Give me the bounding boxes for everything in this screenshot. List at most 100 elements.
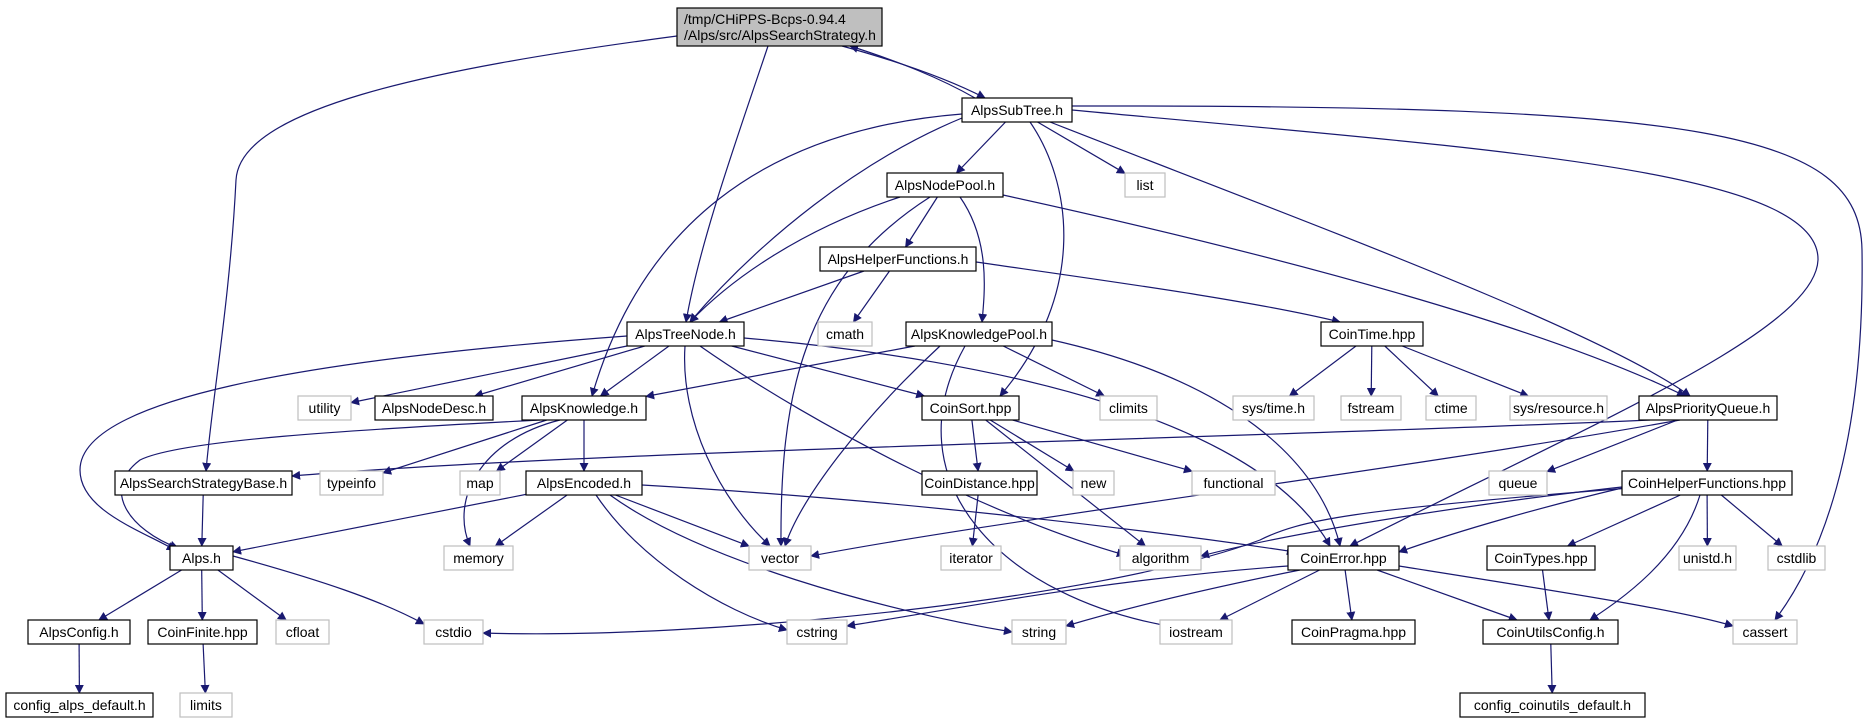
node-label: CoinTypes.hpp: [1494, 550, 1588, 566]
edge-CoinHelperFunctions-to-CoinUtilsConfig: [1589, 494, 1701, 621]
node-AlpsKnowledge[interactable]: AlpsKnowledge.h: [521, 395, 647, 421]
node-AlpsHelperFunctions[interactable]: AlpsHelperFunctions.h: [819, 246, 977, 272]
node-label: map: [466, 475, 493, 491]
edge-AlpsKnowledge-to-typeinfo: [382, 419, 547, 475]
edge-AlpsEncoded-to-memory: [494, 494, 568, 547]
node-CoinFinite[interactable]: CoinFinite.hpp: [147, 619, 258, 645]
edge-AlpsHelperFunctions-to-cmath: [852, 270, 890, 323]
edge-AlpsNodePool-to-AlpsHelperFunctions: [905, 196, 938, 248]
node-AlpsEncoded[interactable]: AlpsEncoded.h: [525, 470, 643, 496]
node-AlpsConfig[interactable]: AlpsConfig.h: [27, 619, 131, 645]
node-label: CoinSort.hpp: [930, 400, 1012, 416]
node-cmath: cmath: [817, 321, 873, 347]
node-CoinDistance[interactable]: CoinDistance.hpp: [921, 470, 1038, 496]
node-label: /tmp/CHiPPS-Bcps-0.94.4: [684, 11, 846, 27]
node-AlpsSubTree[interactable]: AlpsSubTree.h: [961, 97, 1073, 123]
node-label: limits: [190, 697, 222, 713]
node-box: [169, 545, 234, 571]
edge-Alps-to-cfloat: [217, 569, 287, 621]
node-label: string: [1022, 624, 1056, 640]
edge-AlpsPriorityQueue-to-CoinHelperFunctions: [1702, 419, 1712, 472]
node-label: ctime: [1434, 400, 1468, 416]
edge-CoinError-to-cstring: [846, 565, 1289, 630]
node-config_coinutils_default[interactable]: config_coinutils_default.h: [1459, 692, 1646, 718]
node-sysresource: sys/resource.h: [1509, 395, 1608, 421]
node-CoinTypes[interactable]: CoinTypes.hpp: [1486, 545, 1596, 571]
node-label: utility: [309, 400, 341, 416]
node-AlpsNodeDesc[interactable]: AlpsNodeDesc.h: [374, 395, 494, 421]
node-Alps[interactable]: Alps.h: [169, 545, 234, 571]
node-label: cstdio: [435, 624, 472, 640]
node-label: Alps.h: [182, 550, 221, 566]
node-label: CoinHelperFunctions.hpp: [1628, 475, 1786, 491]
node-label: cfloat: [286, 624, 320, 640]
node-box: [179, 692, 233, 718]
node-label: iterator: [949, 550, 993, 566]
node-map: map: [459, 470, 501, 496]
edge-CoinError-to-CoinUtilsConfig: [1376, 569, 1518, 622]
node-box: [1459, 692, 1646, 718]
node-AlpsSearchStrategyBase[interactable]: AlpsSearchStrategyBase.h: [114, 470, 293, 496]
node-algorithm: algorithm: [1119, 545, 1202, 571]
node-box: [748, 545, 812, 571]
node-label: new: [1081, 475, 1108, 491]
node-box: [1287, 545, 1400, 571]
node-label: config_coinutils_default.h: [1474, 697, 1631, 713]
node-box: [1191, 470, 1276, 496]
node-box: [1291, 619, 1416, 645]
edge-CoinHelperFunctions-to-CoinTypes: [1566, 494, 1681, 547]
node-label: functional: [1204, 475, 1264, 491]
node-box: [819, 246, 977, 272]
node-unistd: unistd.h: [1678, 545, 1737, 571]
node-label: sys/resource.h: [1513, 400, 1604, 416]
node-CoinError[interactable]: CoinError.hpp: [1287, 545, 1400, 571]
node-root[interactable]: /tmp/CHiPPS-Bcps-0.94.4/Alps/src/AlpsSea…: [676, 7, 883, 47]
node-AlpsTreeNode[interactable]: AlpsTreeNode.h: [626, 321, 745, 347]
edge-CoinError-to-string: [1065, 569, 1301, 629]
node-box: [1159, 619, 1233, 645]
node-CoinSort[interactable]: CoinSort.hpp: [921, 395, 1020, 421]
node-AlpsPriorityQueue[interactable]: AlpsPriorityQueue.h: [1638, 395, 1778, 421]
node-box: [1767, 545, 1826, 571]
edge-AlpsEncoded-to-Alps: [232, 493, 527, 555]
node-label: CoinUtilsConfig.h: [1496, 624, 1604, 640]
node-config_alps_default[interactable]: config_alps_default.h: [5, 692, 154, 718]
node-box: [27, 619, 131, 645]
edge-AlpsKnowledgePool-to-vector: [783, 345, 941, 547]
edge-AlpsTreeNode-to-AlpsKnowledge: [599, 345, 670, 397]
edge-CoinHelperFunctions-to-cstdlib: [1720, 494, 1783, 547]
edge-CoinDistance-to-iterator: [968, 494, 979, 547]
edge-CoinTime-to-sysresource: [1401, 345, 1530, 398]
node-CoinHelperFunctions[interactable]: CoinHelperFunctions.hpp: [1621, 470, 1793, 496]
edge-AlpsPriorityQueue-to-queue: [1546, 419, 1678, 473]
edge-Alps-to-AlpsConfig: [98, 569, 182, 621]
edge-AlpsTreeNode-to-utility: [350, 345, 628, 406]
node-AlpsKnowledgePool[interactable]: AlpsKnowledgePool.h: [905, 321, 1053, 347]
edge-AlpsTreeNode-to-CoinSort: [731, 345, 926, 399]
node-box: [374, 395, 494, 421]
node-CoinUtilsConfig[interactable]: CoinUtilsConfig.h: [1482, 619, 1619, 645]
edge-CoinError-to-cassert: [1398, 565, 1734, 628]
node-label: AlpsHelperFunctions.h: [828, 251, 969, 267]
node-label: vector: [761, 550, 799, 566]
node-box: [1232, 395, 1315, 421]
edge-AlpsSubTree-to-list: [1037, 121, 1126, 174]
node-CoinTime[interactable]: CoinTime.hpp: [1320, 321, 1424, 347]
node-box: [423, 619, 484, 645]
node-CoinPragma[interactable]: CoinPragma.hpp: [1291, 619, 1416, 645]
edge-AlpsTreeNode-to-algorithm: [699, 345, 1126, 558]
edge-AlpsHelperFunctions-to-AlpsTreeNode: [718, 270, 865, 324]
node-box: [319, 470, 384, 496]
edge-AlpsEncoded-to-CoinError: [641, 484, 1296, 556]
node-box: [1621, 470, 1793, 496]
node-box: [1320, 321, 1424, 347]
node-AlpsNodePool[interactable]: AlpsNodePool.h: [886, 172, 1004, 198]
edge-AlpsPriorityQueue-to-AlpsSearchStrategyBase: [291, 419, 1651, 480]
node-box: [5, 692, 154, 718]
edge-CoinTime-to-fstream: [1366, 345, 1376, 397]
node-label: AlpsNodeDesc.h: [382, 400, 486, 416]
node-cstdlib: cstdlib: [1767, 545, 1826, 571]
node-box: [961, 97, 1073, 123]
edge-AlpsTreeNode-to-Alps: [79, 335, 628, 551]
